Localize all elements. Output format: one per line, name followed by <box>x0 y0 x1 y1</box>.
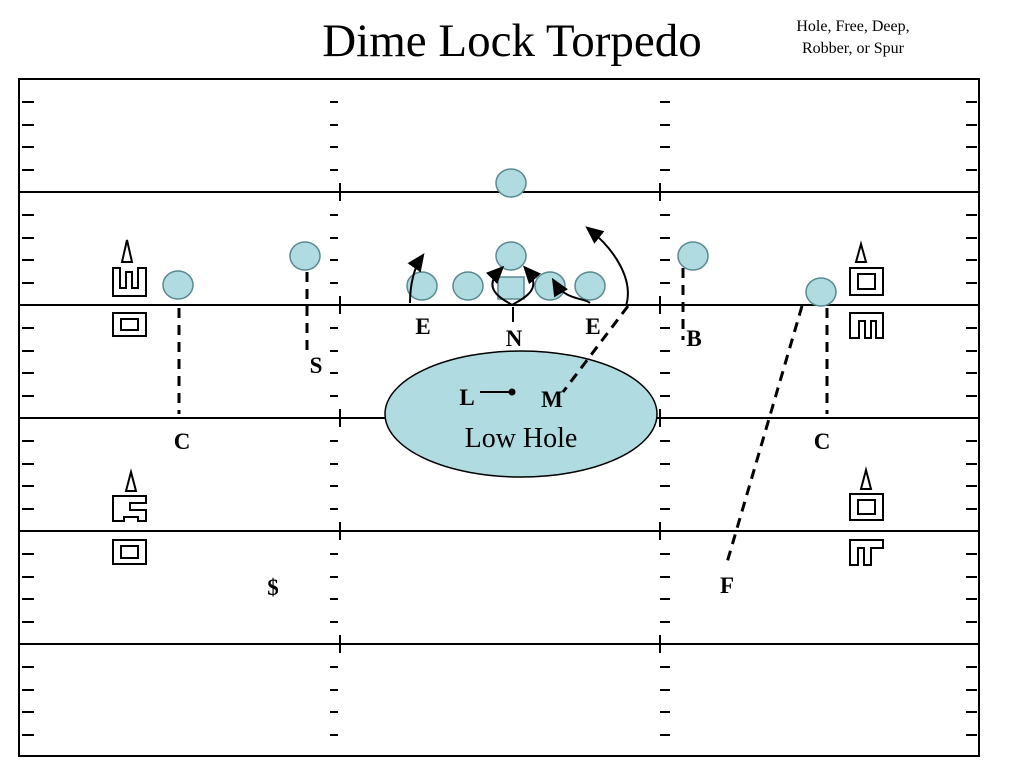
coverage-drops <box>177 268 829 567</box>
coverage-note-line-2: Robber, or Spur <box>801 40 904 57</box>
end-left-label: E <box>415 314 430 339</box>
corner-left-label: C <box>174 429 191 454</box>
low-hole-label: Low Hole <box>465 423 578 454</box>
offensive-lineman <box>452 271 484 301</box>
money-label: $ <box>267 575 279 600</box>
hash-marks <box>22 101 977 736</box>
nose-rush-right-arrow <box>511 265 541 306</box>
free-safety-label: F <box>720 573 734 598</box>
yard-pointer-icon <box>859 466 873 490</box>
end-left-rush-arrow <box>407 253 425 304</box>
offensive-player-wide-right <box>805 277 837 307</box>
offensive-lineman <box>574 271 606 301</box>
yard-pointer-icon <box>124 468 138 492</box>
linebacker-l-motion-dot <box>508 388 516 396</box>
coverage-note: Hole, Free, Deep, Robber, or Spur <box>773 16 933 60</box>
yard-pointer-icon <box>854 240 868 263</box>
nose-rush-left-arrow <box>485 265 513 306</box>
end-right-rush-arrow <box>551 277 591 304</box>
offensive-player-slot-left <box>289 241 321 271</box>
mike-blitz-arrow <box>585 226 629 307</box>
page-title: Dime Lock Torpedo <box>322 15 702 67</box>
offensive-player-wide-left <box>162 270 194 300</box>
offensive-lineman <box>534 271 566 301</box>
free-safety-drop <box>724 305 804 567</box>
offense <box>162 168 837 307</box>
rush-paths <box>407 226 629 393</box>
strong-safety-label: S <box>310 353 323 378</box>
yard-number-right-top <box>849 240 884 339</box>
yard-pointer-icon <box>120 239 134 263</box>
end-right-label: E <box>585 314 600 339</box>
yard-number-right-bottom <box>849 466 884 566</box>
yard-numbers <box>112 239 884 566</box>
linebacker-l-label: L <box>459 385 474 410</box>
offensive-player-slot-right <box>677 241 709 271</box>
offensive-center <box>497 276 525 300</box>
corner-right-label: C <box>814 429 831 454</box>
yard-number-left-bottom <box>112 468 147 565</box>
low-hole-zone <box>384 350 658 478</box>
coverage-note-line-1: Hole, Free, Deep, <box>796 18 910 35</box>
linebacker-m-label: M <box>541 387 563 412</box>
mike-drop <box>561 305 630 393</box>
offensive-player-back <box>495 241 527 271</box>
yard-number-left-top <box>112 239 147 337</box>
offensive-player-deep-back <box>495 168 527 198</box>
buck-label: B <box>686 326 701 351</box>
nose-label: N <box>506 326 523 351</box>
